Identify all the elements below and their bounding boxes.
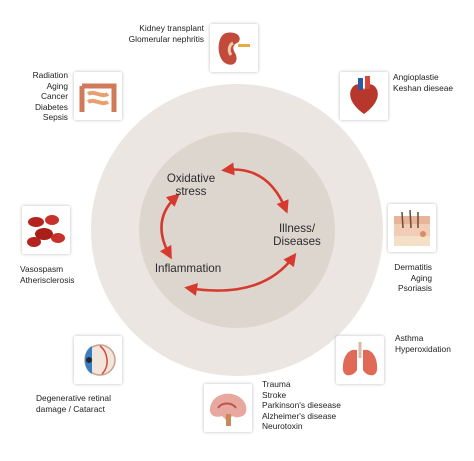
brain-label: Trauma Stroke Parkinson's diesease Alzhe…	[262, 379, 341, 432]
inflammation-label: Inflammation	[154, 262, 222, 275]
brain-icon	[204, 384, 252, 432]
blood-cells-icon	[22, 206, 70, 254]
skin-label: Dermatitis Aging Psoriasis	[394, 262, 432, 294]
heart-label: Angioplastie Keshan dieseae	[393, 72, 454, 93]
lungs-label: Asthma Hyperoxidation	[395, 333, 451, 354]
arrow-inflammation-to-oxidative	[159, 193, 180, 260]
eye-label: Degenerative retinal damage / Cataract	[36, 393, 111, 414]
arrow-illness-to-inflammation	[184, 252, 297, 296]
skin-icon	[388, 204, 436, 252]
illness-diseases-label: Illness/ Diseases	[273, 222, 321, 248]
arrow-oxidative-to-illness	[221, 162, 289, 214]
intestine-icon	[74, 72, 122, 120]
kidney-icon	[210, 24, 258, 72]
eye-icon	[74, 336, 122, 384]
blood-cells-label: Vasospasm Atherisclerosis	[20, 264, 75, 285]
oxidative-stress-label: Oxidative stress	[166, 172, 216, 198]
kidney-label: Kidney transplant Glomerular nephritis	[128, 23, 204, 44]
heart-icon	[340, 72, 388, 120]
intestine-label: Radiation Aging Cancer Diabetes Sepsis	[32, 70, 68, 123]
lungs-icon	[336, 336, 384, 384]
